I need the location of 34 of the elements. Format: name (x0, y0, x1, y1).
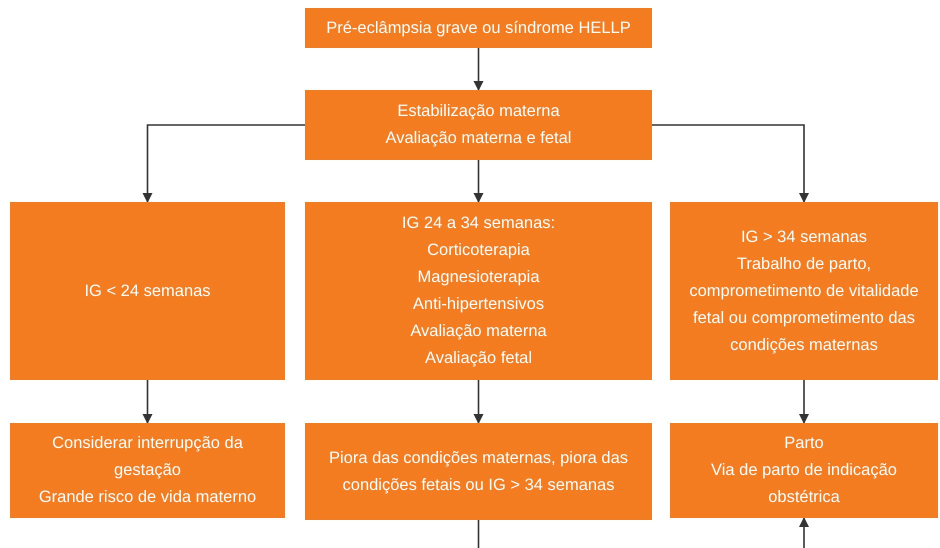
box-text: Avaliação materna (410, 321, 547, 342)
arrow (474, 48, 484, 91)
box-text: IG 24 a 34 semanas: (402, 213, 556, 234)
box-text: Piora das condições maternas, piora das condições fetais ou IG > 34 semanas (328, 448, 629, 496)
box-text: IG > 34 semanas (740, 226, 868, 248)
process-box (670, 202, 938, 380)
process-box (305, 202, 652, 380)
box-text: Corticoterapia (427, 240, 530, 261)
box-text: Avaliação fetal (424, 348, 532, 369)
box-text: Avaliação materna e fetal (386, 128, 572, 149)
box-text: Grande risco de vida materno (38, 487, 256, 508)
box-text: Pré-eclâmpsia grave ou síndrome HELLP (326, 18, 631, 38)
arrow (474, 160, 484, 203)
arrow (799, 380, 809, 424)
arrow (474, 380, 484, 424)
arrow (652, 124, 809, 203)
box-text: Anti-hipertensivos (412, 294, 544, 315)
process-box (305, 8, 652, 48)
box-text: Considerar interrupção da gestação (51, 433, 244, 481)
box-text: Trabalho de parto, comprometimento de vitalidade fetal ou comprometimento das condições maternas (688, 254, 920, 356)
process-box (670, 423, 938, 518)
box-text: IG < 24 semanas (84, 280, 211, 302)
process-box (10, 423, 285, 518)
box-text: Parto (784, 433, 824, 454)
box-text: Magnesioterapia (418, 267, 540, 288)
connector-line (478, 520, 480, 548)
arrow (799, 517, 809, 548)
process-box (10, 202, 285, 380)
arrow (142, 380, 152, 424)
process-box (305, 90, 652, 160)
process-box (305, 423, 652, 520)
box-text: Via de parto de indicação obstétrica (710, 460, 898, 508)
arrow (142, 124, 305, 203)
box-text: Estabilização materna (397, 101, 560, 122)
